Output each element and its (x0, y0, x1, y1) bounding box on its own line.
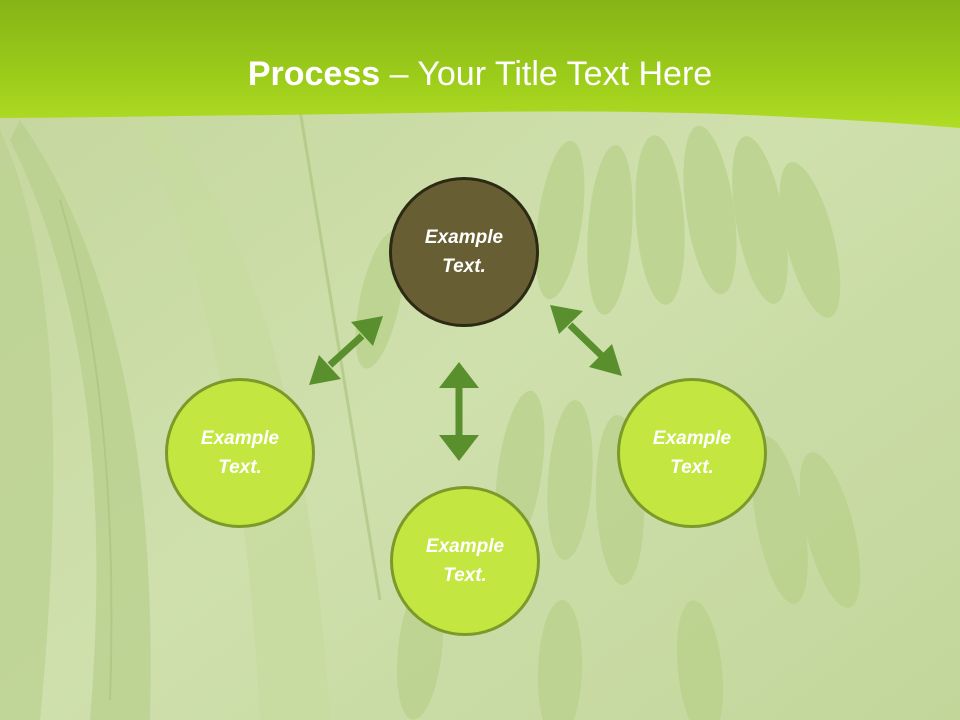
arrow-center-left (309, 316, 383, 385)
node-bottom-line2: Text. (443, 565, 487, 586)
node-bottom-line1: Example (425, 536, 505, 557)
process-node-right: Example Text. (617, 378, 767, 528)
node-center-line2: Text. (442, 256, 486, 277)
process-node-bottom: Example Text. (390, 486, 540, 636)
process-node-center: Example Text. (389, 177, 539, 327)
arrow-center-right (550, 305, 622, 376)
slide-title: Process – Your Title Text Here (0, 50, 960, 98)
arrow-center-bottom (439, 362, 479, 461)
node-left-line1: Example (200, 428, 280, 449)
title-rest: – Your Title Text Here (380, 55, 713, 93)
process-node-left: Example Text. (165, 378, 315, 528)
node-right-line1: Example (652, 428, 732, 449)
node-right-line2: Text. (670, 457, 714, 478)
node-left-line2: Text. (218, 457, 262, 478)
node-center-line1: Example (424, 227, 504, 248)
title-bold: Process (247, 55, 381, 93)
